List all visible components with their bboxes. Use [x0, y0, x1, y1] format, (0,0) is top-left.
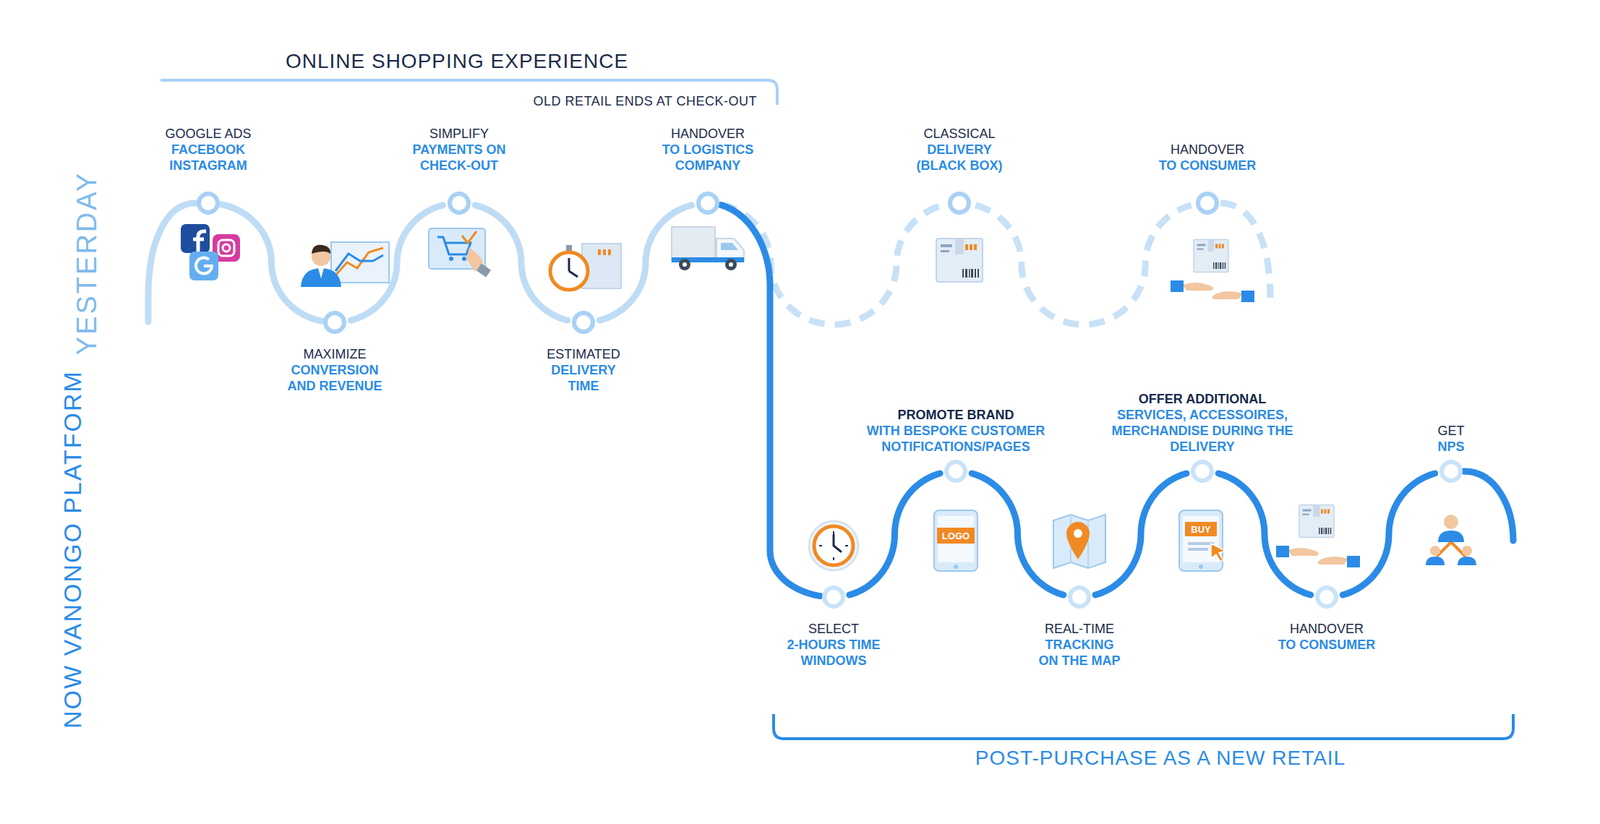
label-wrap: LOGO [942, 530, 970, 542]
milestone-detail: FACEBOOK INSTAGRAM [157, 142, 259, 175]
milestone-label: HANDOVERTO LOGISTICS COMPANY [653, 126, 763, 175]
journey-wave [1342, 473, 1435, 596]
clock-icon [809, 521, 859, 571]
wave-end [1464, 471, 1514, 541]
milestone-detail: TO LOGISTICS COMPANY [653, 142, 763, 175]
section-bracket [773, 714, 1514, 739]
milestone-heading: CLASSICAL [908, 126, 1011, 143]
milestone-dot: HANDOVERTO LOGISTICS COMPANY [696, 191, 720, 215]
label-wrap: BUY [1190, 524, 1211, 536]
milestone-detail: NPS [1422, 439, 1480, 456]
milestone-detail: CONVERSION AND REVENUE [280, 362, 389, 395]
milestone-detail: TRACKING ON THE MAP [1034, 637, 1125, 670]
cart-screen-icon [428, 228, 491, 278]
journey-wave [849, 473, 940, 596]
label-wrap: POST-PURCHASE AS A NEW RETAIL [975, 746, 1346, 770]
label-wrap: YESTERDAY [71, 171, 103, 355]
milestone-dot: GETNPS [1439, 459, 1463, 483]
milestone-heading: GET [1422, 423, 1480, 440]
handover-icon [1170, 240, 1255, 303]
milestone-dot: SELECT2-HOURS TIME WINDOWS [822, 585, 846, 609]
milestone-detail: TO CONSUMER [1265, 637, 1389, 654]
handover-icon [1276, 505, 1360, 569]
milestone-heading: HANDOVER [1265, 621, 1389, 638]
milestone-heading: ESTIMATED [542, 347, 626, 363]
milestone-heading: SELECT [779, 621, 888, 638]
label-wrap: NOW VANONGO PLATFORM [58, 370, 87, 729]
milestone-dot: REAL-TIMETRACKING ON THE MAP [1067, 585, 1092, 609]
milestone-label: OFFER ADDITIONALSERVICES, ACCESSOIRES, M… [1106, 391, 1299, 456]
journey-wave [720, 204, 947, 325]
milestone-heading: REAL-TIME [1034, 621, 1125, 638]
journey-wave [1218, 473, 1311, 596]
label-wrap: OLD RETAIL ENDS AT CHECK-OUT [533, 93, 757, 110]
journey-wave [1095, 473, 1187, 596]
milestone-label: CLASSICALDELIVERY (BLACK BOX) [908, 126, 1011, 175]
milestone-dot: OFFER ADDITIONALSERVICES, ACCESSOIRES, M… [1190, 459, 1214, 483]
section-label: POST-PURCHASE AS A NEW RETAIL [975, 746, 1346, 770]
icon-label: LOGO [942, 530, 970, 542]
stopwatch-box-icon [550, 243, 622, 290]
section-label: YESTERDAY [71, 171, 103, 355]
milestone-heading: MAXIMIZE [280, 347, 389, 363]
section-label: NOW VANONGO PLATFORM [58, 370, 87, 729]
journey-wave [971, 473, 1064, 596]
milestone-label: GOOGLE ADSFACEBOOK INSTAGRAM [157, 126, 259, 175]
journey-wave [599, 205, 692, 321]
milestone-label: SELECT2-HOURS TIME WINDOWS [779, 621, 888, 670]
milestone-dot: HANDOVERTO CONSUMER [1315, 585, 1339, 609]
milestone-detail: DELIVERY (BLACK BOX) [908, 142, 1011, 175]
tablet-icon [1179, 510, 1226, 572]
milestone-heading: HANDOVER [1145, 142, 1269, 159]
journey-wave [350, 205, 443, 321]
milestone-label: HANDOVERTO CONSUMER [1265, 621, 1389, 654]
journey-wave [720, 204, 821, 596]
icon-label: BUY [1190, 524, 1211, 536]
milestone-detail: DELIVERY TIME [542, 362, 626, 395]
milestone-heading: PROMOTE BRAND [856, 407, 1056, 424]
journey-wave [221, 204, 322, 322]
milestone-heading: SIMPLIFY [404, 126, 514, 143]
diagram-title: ONLINE SHOPPING EXPERIENCE [285, 49, 629, 74]
milestone-detail: WITH BESPOKE CUSTOMER NOTIFICATIONS/PAGE… [856, 423, 1056, 456]
milestone-label: HANDOVERTO CONSUMER [1145, 142, 1269, 175]
journey-wave [475, 205, 567, 321]
journey-wave [975, 205, 1192, 325]
milestone-label: PROMOTE BRANDWITH BESPOKE CUSTOMER NOTIF… [856, 407, 1056, 456]
milestone-heading: OFFER ADDITIONAL [1106, 391, 1299, 408]
milestone-label: GETNPS [1422, 423, 1480, 456]
parcel-icon [936, 238, 983, 282]
map-icon [1053, 514, 1106, 569]
social-icons [180, 224, 241, 281]
milestone-label: MAXIMIZECONVERSION AND REVENUE [280, 347, 389, 395]
milestone-dot: HANDOVERTO CONSUMER [1195, 191, 1219, 215]
wave-start [148, 203, 196, 322]
tablet-icon [934, 510, 978, 572]
milestone-dot: GOOGLE ADSFACEBOOK INSTAGRAM [196, 191, 220, 215]
milestone-dot: MAXIMIZECONVERSION AND REVENUE [323, 310, 347, 335]
title-wrap: ONLINE SHOPPING EXPERIENCE [285, 49, 629, 74]
section-label: OLD RETAIL ENDS AT CHECK-OUT [533, 93, 757, 110]
milestone-detail: SERVICES, ACCESSOIRES, MERCHANDISE DURIN… [1106, 407, 1299, 456]
people-icon [1425, 514, 1477, 566]
milestone-dot: CLASSICALDELIVERY (BLACK BOX) [947, 191, 971, 215]
milestone-dot: PROMOTE BRANDWITH BESPOKE CUSTOMER NOTIF… [944, 459, 968, 483]
truck-icon [671, 227, 744, 271]
milestone-detail: TO CONSUMER [1145, 158, 1269, 175]
milestone-dot: SIMPLIFYPAYMENTS ON CHECK-OUT [447, 191, 471, 215]
milestone-heading: GOOGLE ADS [157, 126, 259, 143]
milestone-dot: ESTIMATEDDELIVERY TIME [571, 310, 596, 335]
milestone-heading: HANDOVER [653, 126, 763, 143]
milestone-label: SIMPLIFYPAYMENTS ON CHECK-OUT [404, 126, 514, 175]
milestone-label: REAL-TIMETRACKING ON THE MAP [1034, 621, 1125, 670]
milestone-detail: PAYMENTS ON CHECK-OUT [404, 142, 514, 175]
businessman-icon [300, 242, 389, 288]
milestone-detail: 2-HOURS TIME WINDOWS [779, 637, 888, 670]
milestone-label: ESTIMATEDDELIVERY TIME [542, 347, 626, 395]
